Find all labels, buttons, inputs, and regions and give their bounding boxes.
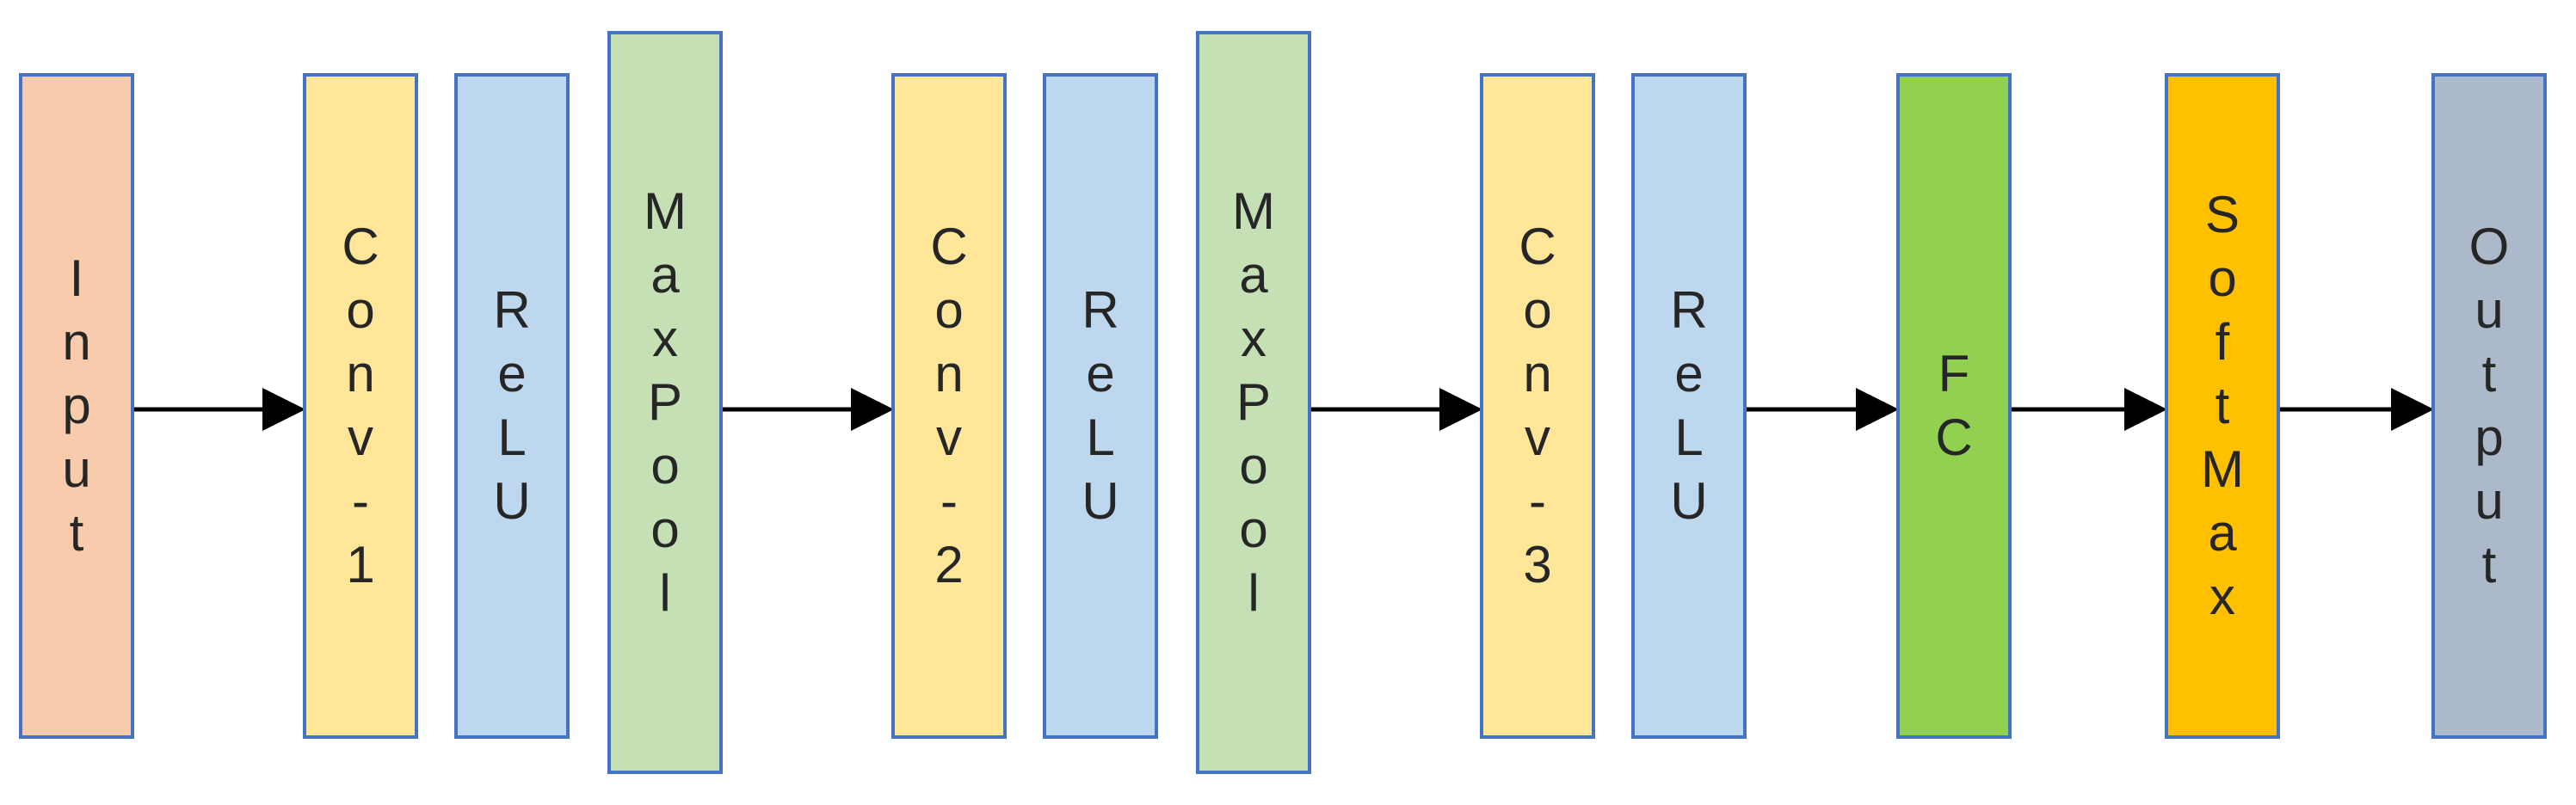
label-char: L <box>1086 409 1115 466</box>
label-char: P <box>647 373 683 431</box>
label-char: n <box>1523 345 1552 402</box>
label-char: o <box>1239 501 1268 558</box>
label-char: n <box>62 313 91 371</box>
label-char: C <box>930 218 968 275</box>
label-char: e <box>1674 345 1704 402</box>
label-char: o <box>346 281 375 339</box>
label-char: C <box>1935 409 1973 466</box>
label-char: p <box>2474 409 2504 466</box>
label-char: o <box>1239 437 1268 495</box>
label-char: U <box>1082 472 1119 530</box>
label-char: C <box>342 218 379 275</box>
label-char: e <box>1086 345 1115 402</box>
label-char: M <box>2201 440 2244 498</box>
label-char: t <box>2215 377 2230 434</box>
label-char: M <box>644 182 687 240</box>
label-char: e <box>497 345 527 402</box>
label-char: v <box>1525 409 1550 466</box>
label-char: o <box>650 501 680 558</box>
label-char: n <box>346 345 375 402</box>
label-char: C <box>1519 218 1556 275</box>
label-char: a <box>1239 246 1268 304</box>
label-char: R <box>1082 281 1119 339</box>
label-char: U <box>1670 472 1708 530</box>
label-char: t <box>69 504 84 562</box>
label-char: v <box>936 409 962 466</box>
label-char: n <box>934 345 964 402</box>
label-char: F <box>1938 345 1970 402</box>
label-char: - <box>1529 472 1546 530</box>
label-char: x <box>652 310 678 367</box>
label-char: f <box>2215 313 2230 371</box>
label-char: 3 <box>1523 536 1552 593</box>
label-char: - <box>352 472 369 530</box>
label-char: O <box>2468 218 2510 275</box>
label-char: t <box>2481 536 2497 593</box>
label-char: l <box>659 564 671 622</box>
label-char: o <box>2208 249 2237 307</box>
label-char: v <box>348 409 373 466</box>
label-char: R <box>1670 281 1708 339</box>
label-char: M <box>1232 182 1275 240</box>
label-char: a <box>2208 504 2237 562</box>
label-char: o <box>934 281 964 339</box>
label-char: x <box>2209 568 2235 625</box>
label-char: 1 <box>346 536 375 593</box>
label-char: R <box>493 281 531 339</box>
label-char: x <box>1241 310 1266 367</box>
label-char: P <box>1236 373 1272 431</box>
label-char: a <box>650 246 680 304</box>
label-char: U <box>493 472 531 530</box>
label-char: l <box>1248 564 1260 622</box>
label-char: L <box>1674 409 1704 466</box>
label-char: o <box>650 437 680 495</box>
label-char: - <box>940 472 958 530</box>
label-char: t <box>2481 345 2497 402</box>
label-char: L <box>497 409 527 466</box>
label-char: I <box>69 249 84 307</box>
label-char: p <box>62 377 91 434</box>
label-char: 2 <box>934 536 964 593</box>
label-char: o <box>1523 281 1552 339</box>
label-char: S <box>2204 186 2240 243</box>
label-char: u <box>62 440 91 498</box>
label-char: u <box>2474 281 2504 339</box>
label-char: u <box>2474 472 2504 530</box>
